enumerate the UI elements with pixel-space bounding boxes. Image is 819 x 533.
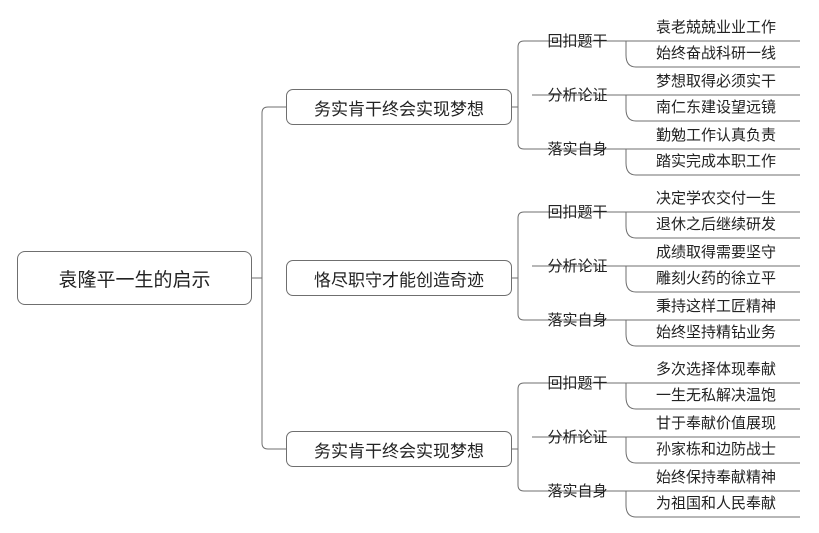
branch-connector-2-arms [517, 211, 532, 321]
leaf-node-1-2-1: 梦想取得必须实干 [656, 72, 777, 90]
leaf-node-3-2-2: 孙家栋和边防战士 [656, 440, 777, 458]
leaf-node-3-3-1: 始终保持奉献精神 [656, 468, 777, 486]
leaf-branch-3-2-2 [625, 437, 640, 464]
branch-node-3: 务实肯干终会实现梦想 [286, 431, 512, 467]
sub-node-3-2: 分析论证 [547, 428, 608, 446]
sub-node-1-3: 落实自身 [547, 140, 608, 158]
leaf-node-2-1-2: 退休之后继续研发 [656, 215, 777, 233]
sub-node-1-2: 分析论证 [547, 86, 608, 104]
leaf-node-2-3-1: 秉持这样工匠精神 [656, 297, 777, 315]
sub-node-2-1: 回扣题干 [547, 203, 608, 221]
sub-node-3-3: 落实自身 [547, 482, 608, 500]
leaf-node-3-2-1: 甘于奉献价值展现 [656, 414, 777, 432]
leaf-branch-1-2-2 [625, 95, 640, 122]
leaf-node-3-1-2: 一生无私解决温饱 [656, 386, 777, 404]
sub-node-2-2: 分析论证 [547, 257, 608, 275]
leaf-node-3-3-2: 为祖国和人民奉献 [656, 494, 777, 512]
root-connector-arms [261, 106, 286, 450]
leaf-branch-3-3-2 [625, 491, 640, 518]
leaf-branch-1-1-2 [625, 41, 640, 68]
leaf-branch-2-1-2 [625, 212, 640, 239]
leaf-node-2-2-1: 成绩取得需要坚守 [656, 243, 777, 261]
leaf-node-2-2-2: 雕刻火药的徐立平 [656, 269, 777, 287]
root-node: 袁隆平一生的启示 [17, 251, 252, 305]
sub-node-3-1: 回扣题干 [547, 374, 608, 392]
leaf-node-1-3-1: 勤勉工作认真负责 [656, 126, 777, 144]
sub-node-1-1: 回扣题干 [547, 32, 608, 50]
leaf-branch-2-3-2 [625, 320, 640, 347]
leaf-node-1-1-1: 袁老兢兢业业工作 [656, 18, 777, 36]
leaf-node-2-3-2: 始终坚持精钻业务 [656, 323, 777, 341]
branch-node-1: 务实肯干终会实现梦想 [286, 89, 512, 125]
leaf-branch-1-3-2 [625, 149, 640, 176]
leaf-node-1-2-2: 南仁东建设望远镜 [656, 98, 777, 116]
leaf-branch-2-2-2 [625, 266, 640, 293]
sub-node-2-3: 落实自身 [547, 311, 608, 329]
leaf-node-1-1-2: 始终奋战科研一线 [656, 44, 777, 62]
leaf-branch-3-1-2 [625, 383, 640, 410]
leaf-node-1-3-2: 踏实完成本职工作 [656, 152, 777, 170]
leaf-node-3-1-1: 多次选择体现奉献 [656, 360, 777, 378]
branch-connector-3-arms [517, 382, 532, 492]
leaf-node-2-1-1: 决定学农交付一生 [656, 189, 777, 207]
branch-node-2: 恪尽职守才能创造奇迹 [286, 260, 512, 296]
branch-connector-1-arms [517, 40, 532, 150]
